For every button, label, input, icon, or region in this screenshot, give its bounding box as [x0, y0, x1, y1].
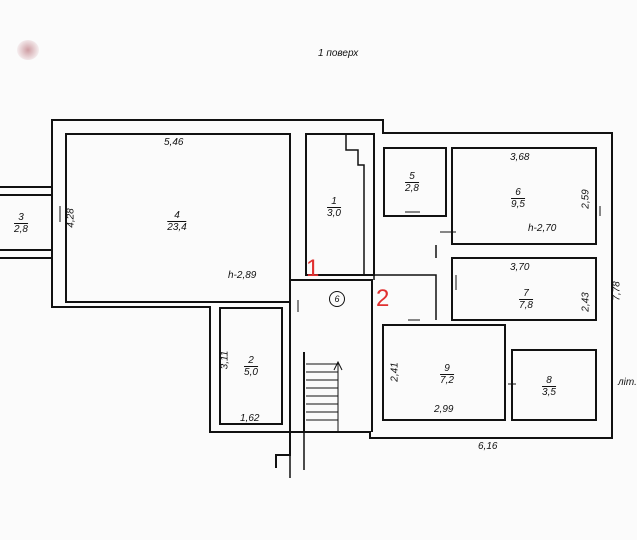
dim-room4-width: 5,46 [164, 137, 184, 148]
room-4-area: 23,4 [167, 221, 187, 233]
room-6-label: 6 9,5 [511, 187, 525, 210]
partition-center [373, 216, 437, 320]
room-3-number: 3 [18, 212, 24, 223]
room-8-walls [511, 349, 597, 421]
dim-room6-width: 3,68 [510, 152, 530, 163]
dim-room7-depth: 2,43 [580, 292, 592, 312]
stair-arrow [333, 360, 343, 432]
room-6-number: 6 [515, 187, 521, 198]
room-2-walls [219, 307, 283, 425]
dim-room2-depth: 3,11 [219, 350, 231, 370]
entrance-passage [289, 432, 305, 478]
room-3-label: 3 2,8 [14, 212, 28, 235]
room-5-label: 5 2,8 [405, 171, 419, 194]
entrance-marker-2: 2 [376, 285, 390, 312]
stairwell-walls [275, 279, 373, 468]
room-7-area: 7,8 [519, 299, 533, 311]
room-2-label: 2 5,0 [244, 355, 258, 378]
dim-room6-depth: 2,59 [580, 189, 592, 209]
door-marks [59, 206, 601, 385]
room-5-number: 5 [409, 171, 415, 182]
room-1-number: 1 [331, 196, 337, 207]
room-1-label: 1 3,0 [327, 196, 341, 219]
room-9-walls [382, 324, 506, 421]
room-2-number: 2 [248, 355, 254, 366]
dim-room9-width: 2,99 [434, 404, 454, 415]
room-5-area: 2,8 [405, 182, 419, 194]
room-7-number: 7 [523, 288, 529, 299]
dim-room2-width: 1,62 [240, 413, 260, 424]
room-4-label: 4 23,4 [167, 210, 187, 233]
room-8-number: 8 [546, 375, 552, 386]
room-5-walls [383, 147, 447, 217]
room-9-number: 9 [444, 363, 450, 374]
room-6-area: 9,5 [511, 198, 525, 210]
floor-title: 1 поверх [318, 48, 359, 59]
room-9-label: 9 7,2 [440, 363, 454, 386]
room-8-label: 8 3,5 [542, 375, 556, 398]
stamp-mark [17, 40, 39, 60]
room-8-area: 3,5 [542, 386, 556, 398]
room-4-number: 4 [174, 210, 180, 221]
room-9-area: 7,2 [440, 374, 454, 386]
room-7-walls [451, 257, 597, 321]
dim-room4-depth: 4,28 [65, 208, 77, 228]
dim-overall-depth: 7,78 [611, 281, 623, 301]
litera-note: літ. [618, 377, 637, 388]
room-6-walls [451, 147, 597, 245]
room-7-label: 7 7,8 [519, 288, 533, 311]
dim-room7-width: 3,70 [510, 262, 530, 273]
room-3-area: 2,8 [14, 223, 28, 235]
room-4-height: h-2,89 [228, 270, 257, 281]
dim-right-block-width: 6,16 [478, 441, 498, 452]
room-1-stairs-edge [345, 134, 365, 275]
room-1-area: 3,0 [327, 207, 341, 219]
corridor-number: 6 [329, 291, 345, 307]
outer-wall-main [51, 119, 613, 439]
room-3-walls [0, 186, 52, 259]
room-2-area: 5,0 [244, 366, 258, 378]
dim-room9-depth: 2,41 [389, 362, 401, 382]
room-6-height: h-2,70 [528, 223, 557, 234]
stair-treads [306, 363, 338, 421]
entrance-marker-1: 1 [306, 255, 320, 282]
